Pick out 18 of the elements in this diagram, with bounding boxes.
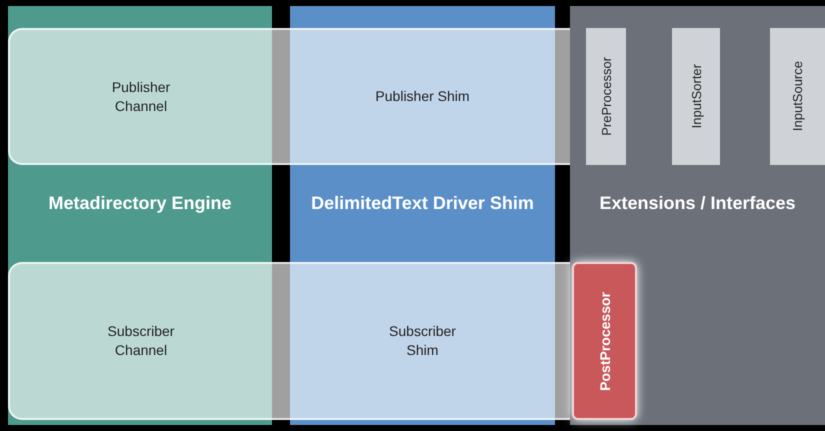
column-title: Metadirectory Engine xyxy=(47,192,233,215)
extension-box xyxy=(572,262,637,420)
column-title: Extensions / Interfaces xyxy=(598,192,797,215)
column-title: DelimitedText Driver Shim xyxy=(310,192,535,215)
component-label: Publisher Shim xyxy=(374,87,471,106)
component-label: Subscriber Channel xyxy=(106,322,176,360)
interface-bar xyxy=(672,28,720,165)
component-label: InputSource xyxy=(790,61,805,132)
interface-bar xyxy=(770,28,825,165)
engine-column xyxy=(8,6,272,425)
shim-column xyxy=(290,6,555,425)
component-label: PostProcessor xyxy=(596,292,612,390)
component-label: InputSorter xyxy=(688,64,704,129)
component-label: PreProcessor xyxy=(598,57,614,136)
component-label: Publisher Channel xyxy=(110,78,172,116)
component-label: Subscriber Shim xyxy=(388,322,457,360)
extensions-column xyxy=(570,6,825,425)
interface-bar xyxy=(586,28,626,165)
